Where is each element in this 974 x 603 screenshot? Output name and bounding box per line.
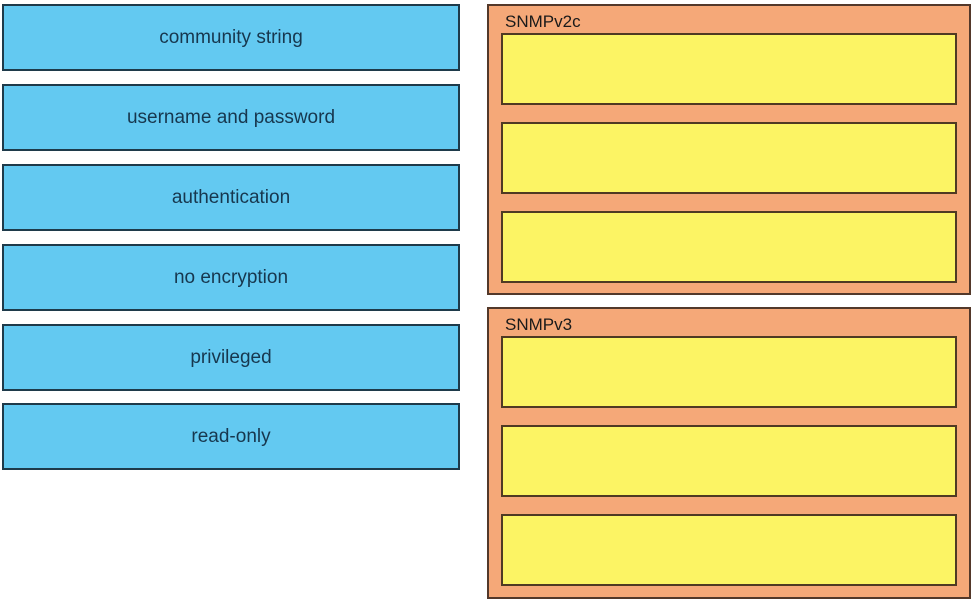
drag-token-label: authentication (171, 186, 291, 208)
drop-slot-snmpv3-3[interactable] (501, 514, 957, 586)
drop-group-snmpv2c: SNMPv2c (487, 4, 971, 295)
drag-token-read-only[interactable]: read-only (2, 403, 460, 470)
drop-slot-snmpv2c-2[interactable] (501, 122, 957, 194)
drop-slot-snmpv2c-1[interactable] (501, 33, 957, 105)
drag-token-label: privileged (190, 346, 272, 368)
drop-group-snmpv3: SNMPv3 (487, 307, 971, 599)
drag-token-privileged[interactable]: privileged (2, 324, 460, 391)
drag-token-label: no encryption (173, 266, 289, 288)
drop-slot-snmpv3-2[interactable] (501, 425, 957, 497)
drop-slot-snmpv2c-3[interactable] (501, 211, 957, 283)
drag-token-username-and-password[interactable]: username and password (2, 84, 460, 151)
drag-token-no-encryption[interactable]: no encryption (2, 244, 460, 311)
drag-token-label: username and password (126, 106, 336, 128)
drop-group-title: SNMPv2c (505, 11, 581, 31)
drag-token-authentication[interactable]: authentication (2, 164, 460, 231)
drag-token-label: community string (159, 26, 303, 48)
drag-token-community-string[interactable]: community string (2, 4, 460, 71)
drop-slot-snmpv3-1[interactable] (501, 336, 957, 408)
drag-token-label: read-only (191, 425, 271, 447)
drop-group-title: SNMPv3 (505, 314, 573, 334)
